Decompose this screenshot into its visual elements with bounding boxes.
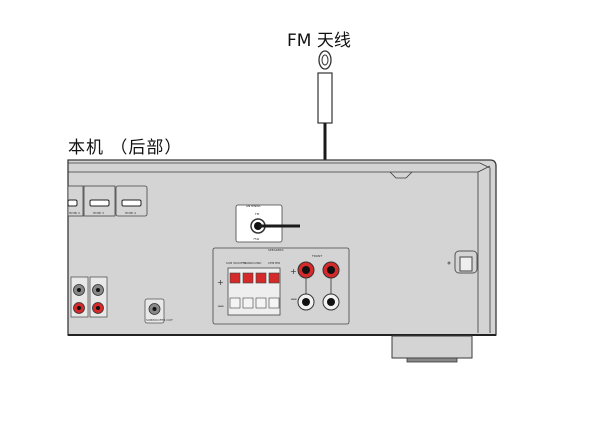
receiver-foot: [391, 335, 473, 363]
hdmi-3-label: HDMI 3: [93, 211, 104, 215]
subwoofer-out: SUBWOOFER OUT: [144, 298, 173, 324]
svg-text:FM: FM: [255, 212, 260, 216]
hdmi-ports: HDMI 2 HDMI 3 HDMI 4: [67, 185, 148, 217]
svg-text:+: +: [290, 267, 297, 276]
svg-text:CENTER: CENTER: [268, 261, 280, 265]
speakers-panel-title: SPEAKERS: [268, 248, 284, 252]
fm-antenna: [317, 50, 333, 124]
terminal-surround-r-minus[interactable]: [255, 297, 267, 309]
terminal-surround-r-plus[interactable]: [255, 272, 267, 284]
terminal-center-minus[interactable]: [268, 297, 280, 309]
antenna-plug-body: [317, 72, 333, 124]
receiver-chassis: [67, 159, 497, 336]
terminal-subwoofer-minus[interactable]: [229, 297, 241, 309]
fm-antenna-label: FM 天线: [287, 31, 351, 51]
unit-rear-label: 本机 （后部）: [68, 138, 183, 158]
front-label: FRONT: [312, 254, 322, 258]
hdmi-2-label: HDMI 2: [69, 211, 80, 215]
chassis-notch: [389, 171, 413, 179]
hdmi-2-port[interactable]: [67, 199, 78, 207]
svg-text:SURROUND: SURROUND: [244, 261, 262, 265]
terminal-surround-l-minus[interactable]: [242, 297, 254, 309]
antenna-panel-title: ANTENNA: [246, 204, 262, 208]
spring-terminals: [227, 267, 281, 316]
audio-rca-jacks: [70, 276, 108, 318]
svg-text:75Ω: 75Ω: [253, 237, 260, 241]
svg-text:SUBWOOFER OUT: SUBWOOFER OUT: [146, 318, 173, 322]
terminal-center-plus[interactable]: [268, 272, 280, 284]
terminal-subwoofer-plus[interactable]: [229, 272, 241, 284]
terminal-surround-l-plus[interactable]: [242, 272, 254, 284]
svg-text:−: −: [217, 302, 225, 312]
antenna-panel: ANTENNA FM 75Ω: [235, 204, 283, 243]
svg-text:−: −: [290, 295, 298, 305]
hdmi-4-label: HDMI 4: [125, 211, 136, 215]
antenna-loop: [318, 50, 332, 70]
hdmi-4-port[interactable]: [121, 199, 142, 207]
speakers-panel: SPEAKERS SUB WOOFER SURROUND CENTER + − …: [212, 247, 350, 325]
svg-text:+: +: [217, 278, 224, 287]
svg-text:SUB WOOFER: SUB WOOFER: [226, 261, 247, 265]
hdmi-3-port[interactable]: [89, 199, 110, 207]
cable-clamp: [447, 250, 478, 274]
